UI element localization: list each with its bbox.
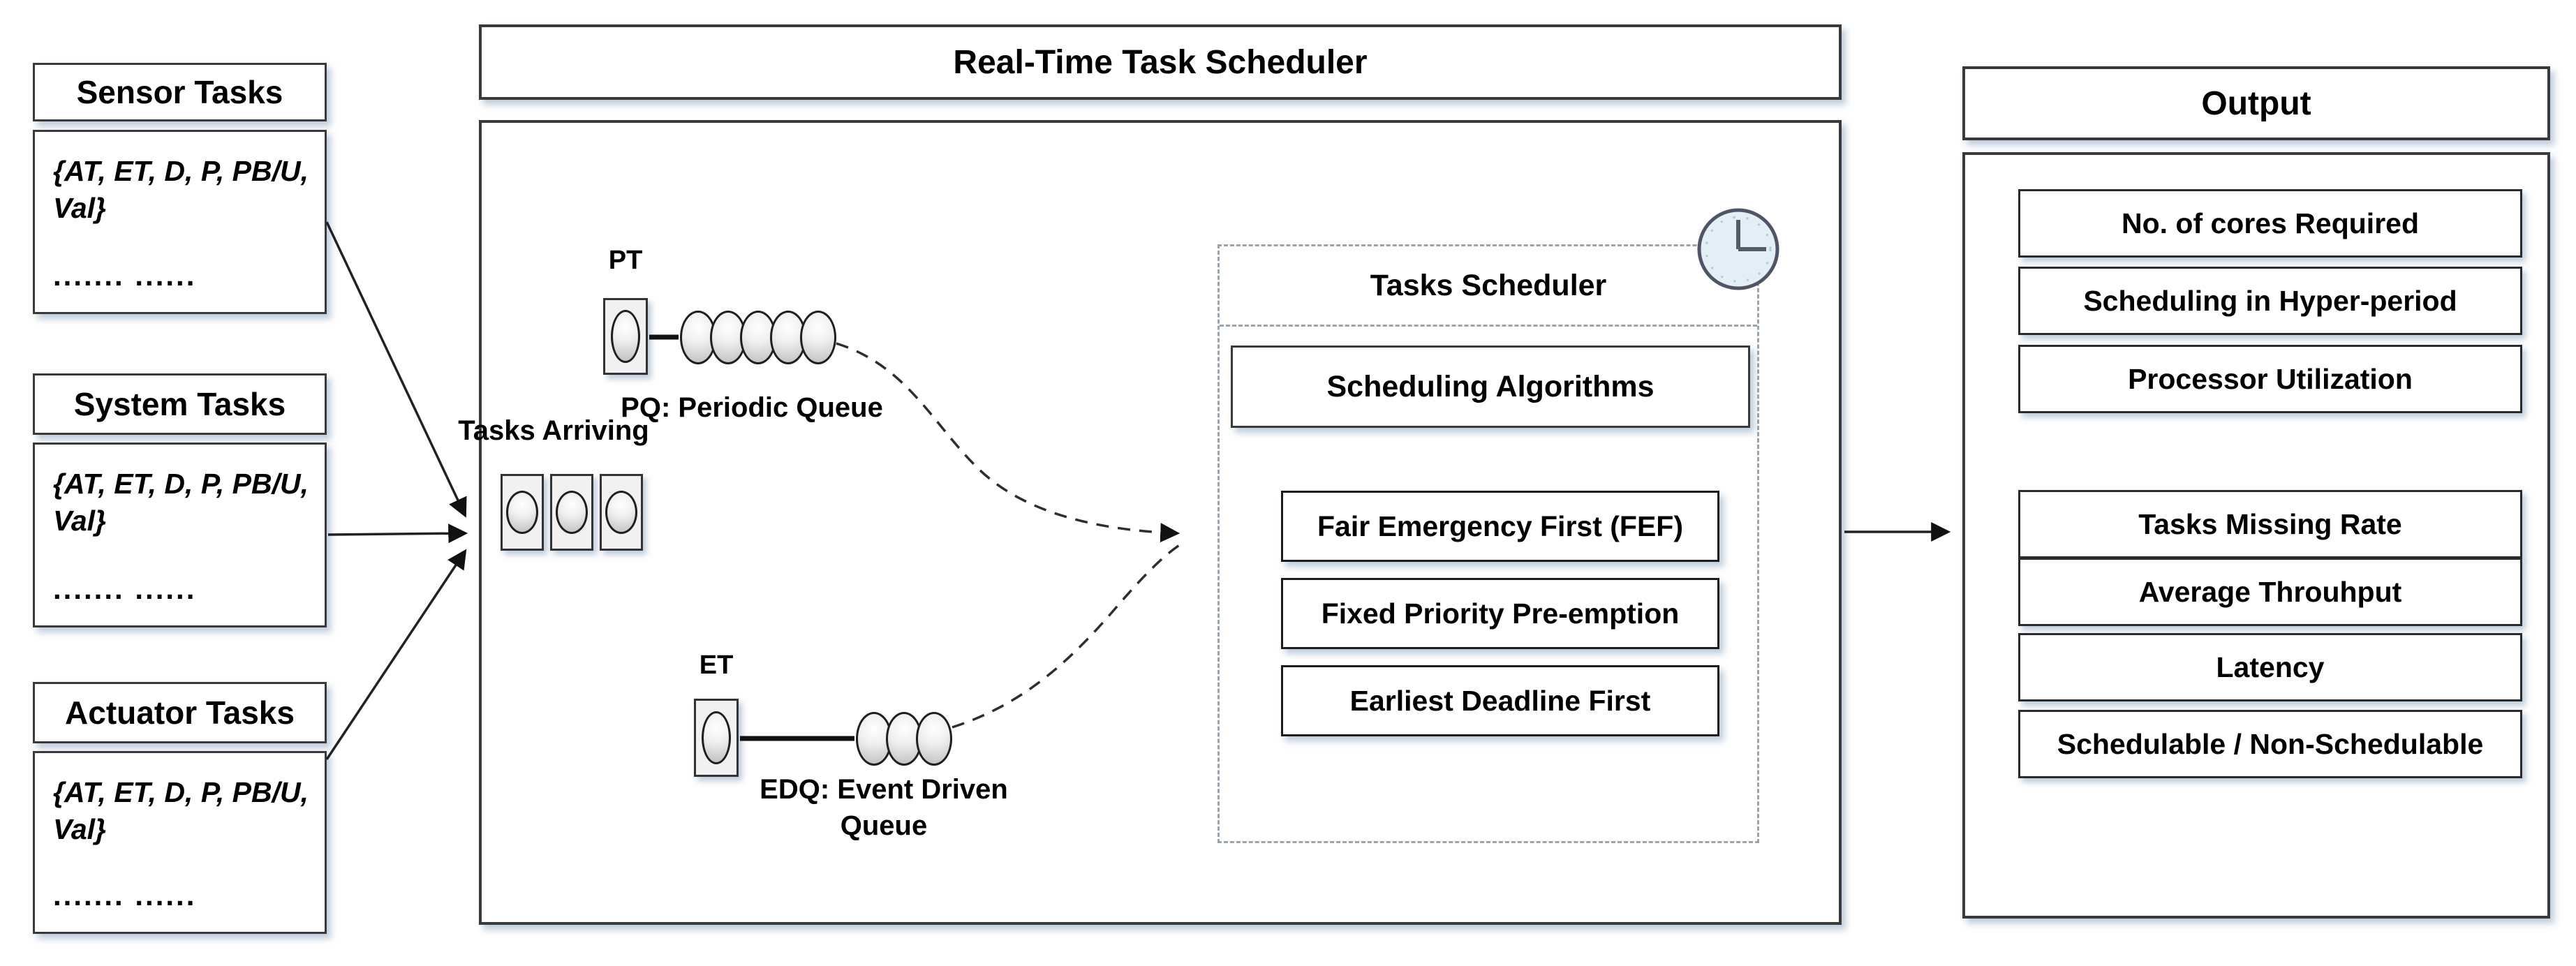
actuator-tasks-header: Actuator Tasks — [33, 682, 327, 743]
algorithm-fixed-priority: Fixed Priority Pre-emption — [1281, 578, 1719, 649]
sensor-task-ellipsis: ....... ...... — [53, 259, 197, 292]
arriving-task-circle-icon — [556, 491, 588, 534]
sensor-tasks-header: Sensor Tasks — [33, 63, 327, 121]
output-item-throughput: Average Throuhput — [2018, 558, 2522, 626]
output-item-utilization: Processor Utilization — [2018, 345, 2522, 413]
system-tasks-header: System Tasks — [33, 373, 327, 435]
output-item-cores: No. of cores Required — [2018, 189, 2522, 258]
algorithm-fef: Fair Emergency First (FEF) — [1281, 491, 1719, 562]
tasks-scheduler-container: Tasks Scheduler Scheduling Algorithms Fa… — [1217, 244, 1759, 843]
arrow-actuator-to-scheduler — [325, 549, 467, 760]
arriving-task-box — [550, 474, 593, 551]
output-title-bar: Output — [1962, 66, 2550, 140]
algorithm-edf: Earliest Deadline First — [1281, 665, 1719, 736]
actuator-task-params: {AT, ET, D, P, PB/U, Val} — [53, 776, 309, 846]
arriving-task-box — [600, 474, 643, 551]
tasks-scheduler-title: Tasks Scheduler — [1370, 268, 1607, 302]
arriving-task-box — [501, 474, 544, 551]
tasks-scheduler-header: Tasks Scheduler — [1220, 246, 1757, 327]
sensor-tasks-title: Sensor Tasks — [76, 74, 283, 110]
output-item-hyperperiod: Scheduling in Hyper-period — [2018, 267, 2522, 335]
output-item-latency: Latency — [2018, 633, 2522, 701]
arrow-sensor-to-scheduler — [325, 221, 467, 518]
scheduling-algorithms-box: Scheduling Algorithms — [1231, 345, 1750, 428]
edq-queue-label: EDQ: Event Driven Queue — [760, 774, 1008, 841]
output-list-box: No. of cores Required Scheduling in Hype… — [1962, 152, 2550, 919]
et-label: ET — [699, 651, 734, 680]
output-title: Output — [2201, 84, 2311, 122]
system-tasks-body: {AT, ET, D, P, PB/U, Val} ....... ...... — [33, 443, 327, 627]
edq-task-circle-icon — [916, 712, 952, 766]
arrow-system-to-scheduler — [327, 523, 468, 544]
scheduler-title: Real-Time Task Scheduler — [953, 43, 1368, 81]
arriving-task-circle-icon — [506, 491, 538, 534]
actuator-task-ellipsis: ....... ...... — [53, 879, 197, 912]
sensor-task-params: {AT, ET, D, P, PB/U, Val} — [53, 155, 309, 225]
system-task-ellipsis: ....... ...... — [53, 572, 197, 605]
pq-task-circle-icon — [800, 311, 836, 364]
et-task-circle-icon — [702, 711, 731, 764]
pt-task-circle-icon — [611, 310, 640, 363]
actuator-tasks-title: Actuator Tasks — [65, 694, 295, 731]
sensor-tasks-body: {AT, ET, D, P, PB/U, Val} ....... ...... — [33, 130, 327, 314]
arriving-task-circle-icon — [605, 491, 637, 534]
clock-icon — [1697, 208, 1779, 290]
actuator-tasks-body: {AT, ET, D, P, PB/U, Val} ....... ...... — [33, 751, 327, 934]
scheduling-algorithms-label: Scheduling Algorithms — [1326, 369, 1655, 403]
pt-source-box — [603, 298, 648, 375]
pt-label: PT — [608, 246, 643, 275]
output-item-missing-rate: Tasks Missing Rate — [2018, 490, 2522, 558]
system-tasks-title: System Tasks — [73, 386, 286, 422]
output-item-schedulable: Schedulable / Non-Schedulable — [2018, 710, 2522, 778]
scheduler-title-bar: Real-Time Task Scheduler — [479, 24, 1842, 100]
system-task-params: {AT, ET, D, P, PB/U, Val} — [53, 468, 309, 537]
tasks-arriving-label: Tasks Arriving — [458, 415, 649, 446]
et-source-box — [694, 699, 739, 777]
